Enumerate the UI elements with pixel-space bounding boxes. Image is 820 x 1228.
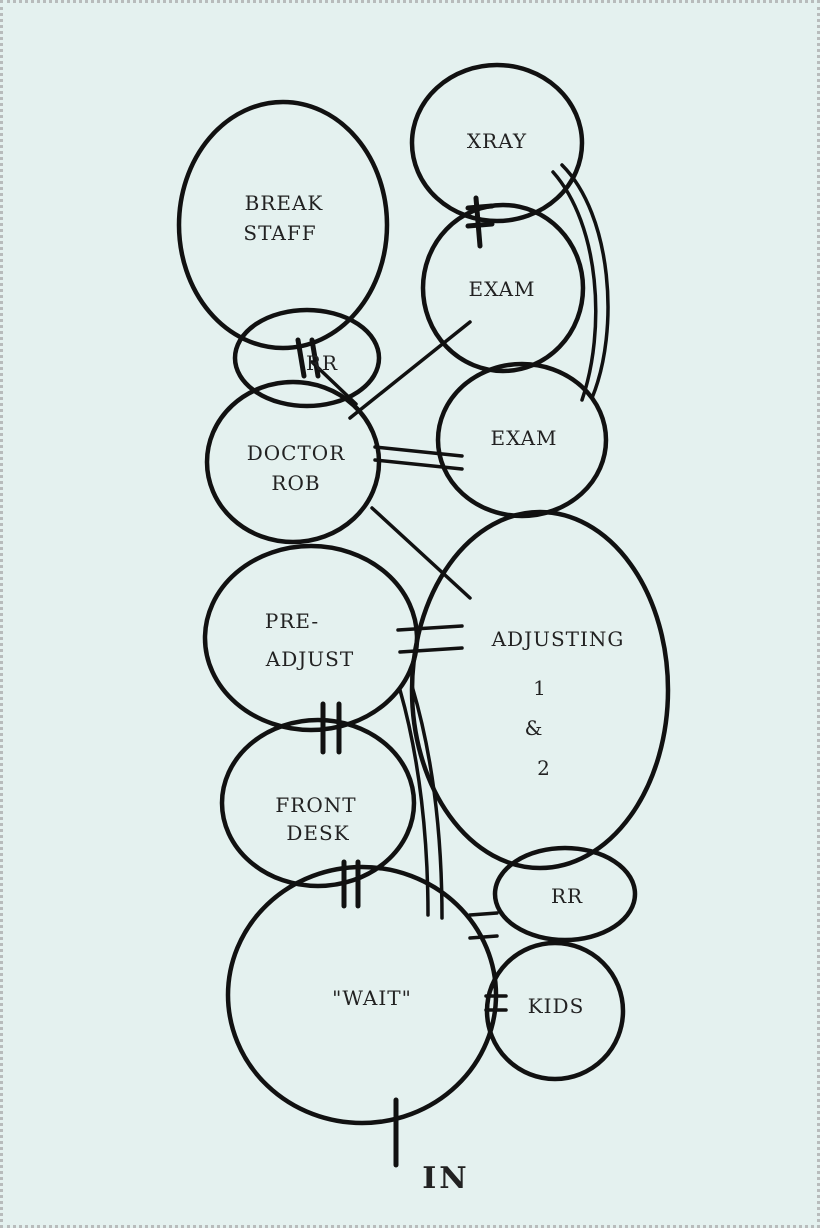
bubble-exam-top: [420, 202, 586, 374]
bubble-front-desk: [219, 717, 417, 889]
bubble-pre-adjust: [202, 543, 420, 733]
link-doctor-exam-top: [348, 320, 472, 420]
link-xray-exam-inner: [551, 170, 598, 402]
link-wait-rr-b: [468, 934, 499, 940]
label-entrance: IN: [422, 1161, 469, 1196]
bubble-rr-lower: [492, 845, 638, 943]
label-adjust: ADJUST: [265, 647, 354, 671]
label-pre: PRE-: [265, 609, 319, 633]
door-preadjust-frontdesk: [320, 701, 342, 755]
label-adjusting: ADJUSTING: [491, 627, 625, 651]
link-wait-rr: [468, 911, 499, 917]
label-rob: ROB: [271, 471, 320, 495]
link-preadjust-adjusting-a: [396, 624, 464, 632]
label-wait: "WAIT": [332, 986, 412, 1010]
label-rr-lower: RR: [551, 884, 583, 908]
link-doctor-exam-mid-b: [373, 458, 464, 471]
label-adjusting-2: 2: [537, 756, 551, 780]
label-exam-mid: EXAM: [490, 426, 557, 450]
label-adjusting-amp: &: [525, 716, 544, 740]
label-staff: STAFF: [243, 221, 316, 245]
label-xray: XRAY: [467, 129, 527, 153]
label-doctor: DOCTOR: [247, 441, 346, 465]
door-xray-exam: [465, 195, 495, 249]
door-frontdesk-wait: [341, 859, 361, 909]
label-kids: KIDS: [528, 994, 585, 1018]
bubble-rr-upper: [232, 307, 382, 409]
label-adjusting-1: 1: [533, 676, 547, 700]
label-front: FRONT: [275, 793, 356, 817]
bubble-xray: [409, 62, 585, 224]
label-rr-upper: RR: [306, 351, 338, 375]
label-break: BREAK: [245, 191, 324, 215]
label-exam-top: EXAM: [468, 277, 535, 301]
link-wait-adjusting-a: [398, 688, 430, 917]
link-wait-adjusting-b: [410, 684, 444, 920]
link-xray-exam-outer: [560, 163, 610, 400]
bubble-break-staff: [176, 99, 390, 351]
link-preadjust-adjusting-b: [398, 646, 464, 654]
link-doctor-exam-mid-a: [373, 445, 464, 458]
link-doctor-adjusting: [370, 506, 472, 600]
door-breakstaff-rr: [295, 337, 321, 379]
label-desk: DESK: [286, 821, 349, 845]
